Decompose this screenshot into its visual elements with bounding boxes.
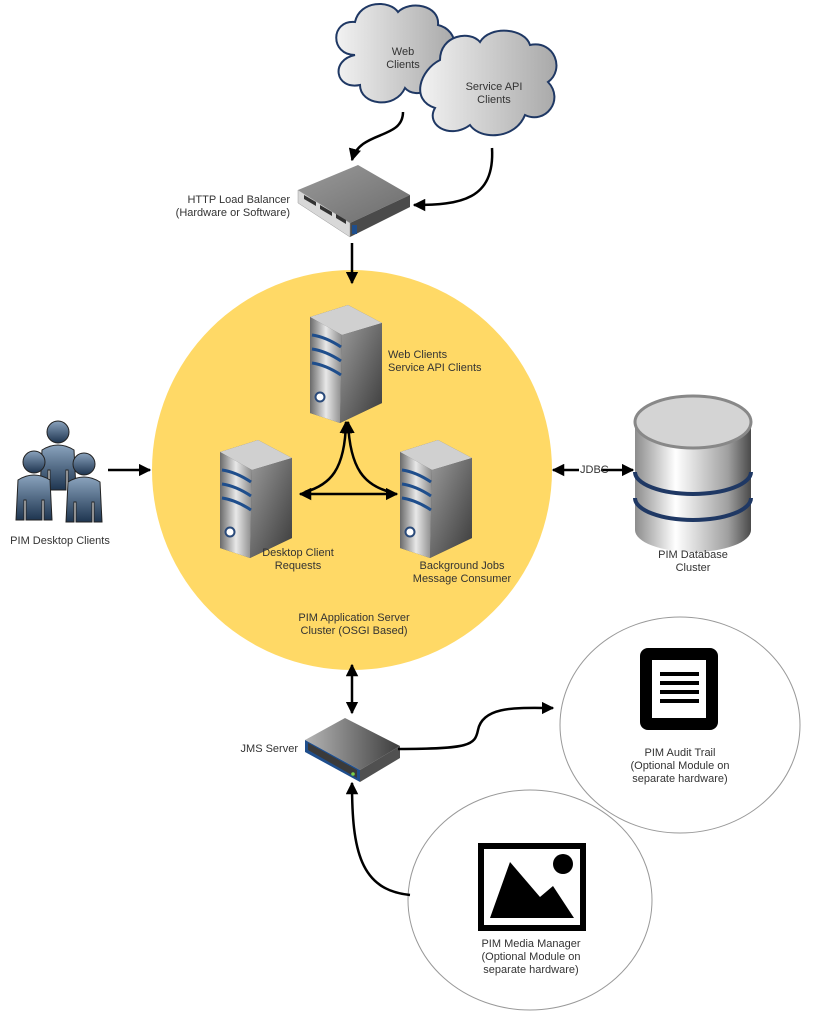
load-balancer-icon xyxy=(297,165,410,238)
media-manager-label-line1: PIM Media Manager xyxy=(481,938,581,950)
database-label-line2: Cluster xyxy=(675,562,711,574)
desktop-clients-label-line1: PIM Desktop Clients xyxy=(10,535,110,547)
database-label: PIM Database Cluster xyxy=(658,549,728,575)
app-cluster-circle xyxy=(152,270,552,670)
database-icon xyxy=(633,394,753,552)
app-cluster-label-line1: PIM Application Server xyxy=(298,612,410,624)
arrow-api-to-lb xyxy=(412,147,494,212)
web-clients-label: Web Clients xyxy=(386,46,420,72)
jobs-server-label: Background Jobs Message Consumer xyxy=(413,560,511,586)
desktop-server-label-line1: Desktop Client xyxy=(262,547,334,559)
audit-trail-label-line2: (Optional Module on xyxy=(630,760,730,772)
audit-trail-label-line1: PIM Audit Trail xyxy=(644,747,716,759)
connectors xyxy=(108,111,635,897)
arrow-jms-to-audit xyxy=(397,701,555,751)
web-server-label: Web Clients Service API Clients xyxy=(388,349,482,375)
desktop-server-label-line2: Requests xyxy=(274,560,322,572)
arrow-media-to-jms xyxy=(345,781,411,897)
web-clients-label-line2: Clients xyxy=(386,59,420,71)
jdbc-label: JDBC xyxy=(580,464,609,476)
audit-trail-label: PIM Audit Trail (Optional Module on sepa… xyxy=(630,747,729,786)
desktop-server-label: Desktop Client Requests xyxy=(262,547,334,573)
audit-trail-label-line3: separate hardware) xyxy=(632,773,728,785)
jms-server-label: JMS Server xyxy=(240,743,298,755)
media-manager-label-line2: (Optional Module on xyxy=(481,951,581,963)
audit-trail-document-icon xyxy=(640,648,718,730)
service-api-cloud-icon xyxy=(419,29,558,137)
arrow-web-to-lb xyxy=(348,111,405,162)
app-cluster-label: PIM Application Server Cluster (OSGI Bas… xyxy=(298,612,409,638)
load-balancer-label: HTTP Load Balancer (Hardware or Software… xyxy=(176,194,290,220)
arrow-to-web-server-left xyxy=(304,420,353,494)
jobs-server-label-line2: Message Consumer xyxy=(412,573,512,585)
web-server-label-line2: Service API Clients xyxy=(388,362,482,374)
desktop-server-icon xyxy=(218,438,294,560)
media-manager-label-line3: separate hardware) xyxy=(483,964,579,976)
jobs-server-label-line1: Background Jobs xyxy=(419,560,505,572)
load-balancer-label-line1: HTTP Load Balancer xyxy=(187,194,290,206)
app-cluster-label-line2: Cluster (OSGI Based) xyxy=(300,625,408,637)
service-api-label: Service API Clients xyxy=(466,81,523,107)
media-manager-label: PIM Media Manager (Optional Module on se… xyxy=(481,938,580,977)
jdbc-label-bg xyxy=(580,463,601,477)
service-api-label-line2: Clients xyxy=(477,94,511,106)
load-balancer-label-line2: (Hardware or Software) xyxy=(175,207,290,219)
desktop-clients-label: PIM Desktop Clients xyxy=(10,535,110,548)
jobs-server-icon xyxy=(398,438,474,560)
web-server-icon xyxy=(308,303,384,425)
desktop-clients-icon xyxy=(15,420,103,523)
web-server-label-line1: Web Clients xyxy=(388,349,448,361)
service-api-label-line1: Service API xyxy=(465,81,523,93)
media-manager-image-icon xyxy=(478,843,586,931)
jms-switch-icon xyxy=(305,718,400,782)
arrow-to-web-server-right xyxy=(342,420,391,494)
web-clients-label-line1: Web xyxy=(391,46,415,58)
database-label-line1: PIM Database xyxy=(658,549,728,561)
